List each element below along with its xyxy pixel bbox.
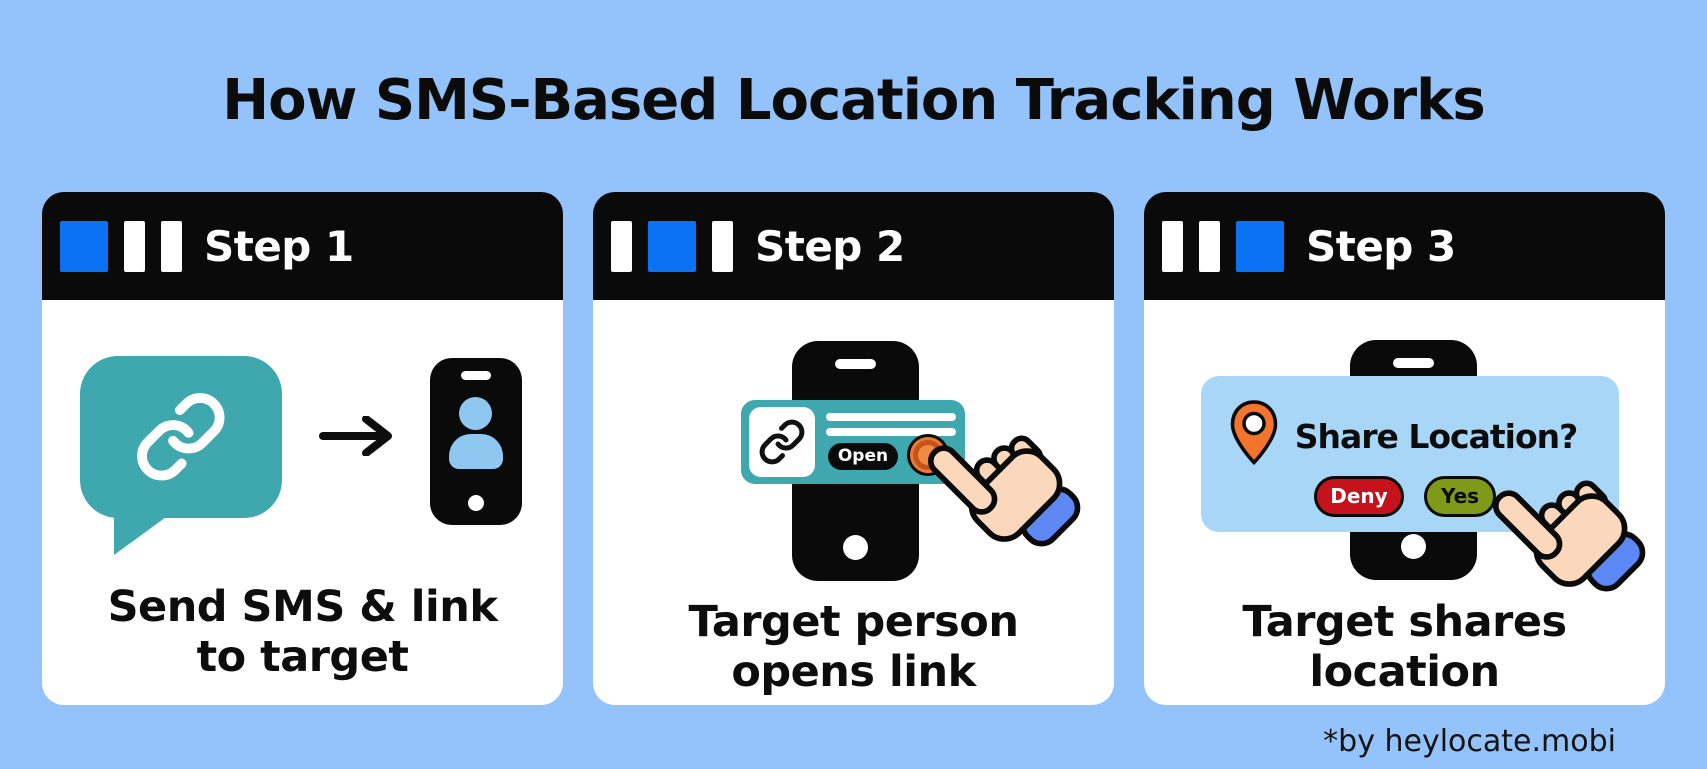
step-indicator-inactive (161, 220, 182, 272)
step-card-2: Step 2 Open (593, 192, 1114, 705)
step-1-body: Send SMS & link to target (42, 300, 563, 705)
step-indicator-inactive (1199, 220, 1220, 272)
tap-hand-icon (1492, 480, 1646, 592)
link-thumbnail (749, 407, 815, 477)
phone-speaker-slot (461, 371, 491, 380)
phone-home-button (1401, 534, 1426, 559)
step-1-header: Step 1 (42, 192, 563, 300)
link-icon (759, 419, 805, 465)
user-icon-body (449, 434, 503, 469)
step-2-body: Open Target person opens link (593, 300, 1114, 705)
arrow-right-icon (319, 416, 392, 456)
step-2-header: Step 2 (593, 192, 1114, 300)
tap-hand-icon (927, 435, 1081, 547)
step-card-3: Step 3 Share Location? Deny Yes (1144, 192, 1665, 705)
step-label: Step 1 (204, 221, 354, 271)
message-text-line (826, 428, 956, 436)
step-caption: Target person opens link (593, 597, 1114, 698)
page-title: How SMS-Based Location Tracking Works (222, 68, 1485, 133)
share-location-question: Share Location? (1294, 417, 1579, 456)
step-label: Step 2 (755, 221, 905, 271)
link-icon (137, 393, 225, 481)
caption-line-1: Target shares (1242, 597, 1567, 647)
footer-credit: *by heylocate.mobi (1323, 724, 1616, 759)
caption-line-2: opens link (731, 646, 976, 697)
step-indicator-inactive (611, 220, 632, 272)
phone-home-button (843, 535, 868, 560)
user-icon (459, 397, 492, 430)
phone-speaker-slot (1393, 358, 1434, 368)
step-3-body: Share Location? Deny Yes Target shares l… (1144, 300, 1665, 705)
deny-button[interactable]: Deny (1314, 476, 1404, 517)
step-indicator-inactive (124, 220, 145, 272)
target-phone-icon (430, 358, 522, 525)
step-card-1: Step 1 (42, 192, 563, 705)
step-label: Step 3 (1306, 221, 1456, 271)
location-pin-icon (1230, 400, 1278, 466)
step-caption: Send SMS & link to target (42, 582, 563, 683)
caption-line-2: location (1309, 646, 1500, 697)
phone-speaker-slot (835, 359, 876, 369)
step-indicator-active (60, 220, 108, 272)
sms-bubble-icon (80, 356, 282, 555)
step-3-header: Step 3 (1144, 192, 1665, 300)
caption-line-1: Send SMS & link (107, 582, 498, 632)
phone-home-button (468, 495, 484, 511)
caption-line-1: Target person (688, 597, 1019, 647)
step-indicator-active (1236, 220, 1284, 272)
step-indicator-inactive (1162, 220, 1183, 272)
step-caption: Target shares location (1144, 597, 1665, 698)
message-text-line (826, 413, 956, 421)
step-indicator-active (648, 220, 696, 272)
yes-button[interactable]: Yes (1424, 476, 1496, 517)
caption-line-2: to target (196, 631, 409, 682)
open-button[interactable]: Open (828, 443, 898, 470)
step-indicator-inactive (712, 220, 733, 272)
sms-notification-card: Open (741, 400, 965, 484)
